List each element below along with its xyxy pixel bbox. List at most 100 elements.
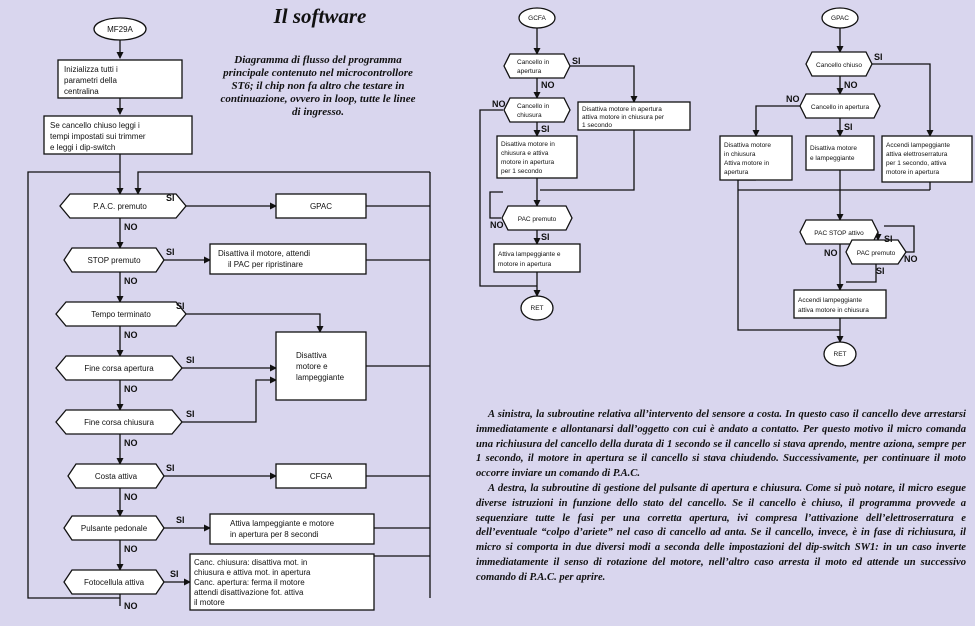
decision-fine-corsa-apertura: Fine corsa apertura: [55, 355, 183, 381]
no-label: NO: [124, 222, 138, 232]
svg-text:chiusura e attiva mot. in aper: chiusura e attiva mot. in apertura: [194, 568, 311, 577]
svg-text:STOP premuto: STOP premuto: [87, 256, 141, 265]
no-label: NO: [124, 438, 138, 448]
gcfa-end-node: RET: [520, 295, 554, 321]
svg-text:in apertura per 8 secondi: in apertura per 8 secondi: [230, 530, 319, 539]
no-label: NO: [541, 80, 555, 90]
svg-text:apertura: apertura: [517, 68, 542, 75]
svg-text:Attiva motore in: Attiva motore in: [724, 160, 770, 167]
svg-text:Disattiva motore: Disattiva motore: [810, 145, 857, 152]
svg-text:attiva motore in chiusura: attiva motore in chiusura: [798, 307, 869, 314]
yes-label: SI: [844, 122, 853, 132]
svg-text:il PAC per ripristinare: il PAC per ripristinare: [228, 260, 304, 269]
gcfa-decision-chiusura: Cancello in chiusura: [503, 97, 571, 123]
svg-text:centralina: centralina: [64, 87, 99, 96]
gpac-decision-apertura: Cancello in apertura: [799, 93, 881, 119]
no-label: NO: [124, 276, 138, 286]
yes-label: SI: [170, 569, 179, 579]
yes-label: SI: [166, 193, 175, 203]
caption-paragraph-right: A destra, la subroutine di gestione del …: [476, 482, 966, 583]
no-label: NO: [490, 220, 504, 230]
pedonale-action-box: Attiva lampeggiante e motore in apertura…: [209, 513, 375, 545]
svg-text:Cancello in: Cancello in: [517, 103, 550, 110]
gcfa-start-node: GCFA: [518, 7, 556, 29]
svg-text:Accendi lampeggiante: Accendi lampeggiante: [886, 142, 950, 149]
svg-text:Pulsante pedonale: Pulsante pedonale: [81, 524, 148, 533]
svg-text:Canc. apertura: ferma il motor: Canc. apertura: ferma il motore: [194, 578, 305, 587]
gpac-decision-pac-premuto: PAC premuto: [845, 239, 907, 265]
no-label: NO: [124, 544, 138, 554]
svg-text:Disattiva motore in apertura: Disattiva motore in apertura: [582, 106, 662, 113]
svg-text:GPAC: GPAC: [310, 202, 332, 211]
yes-label: SI: [176, 515, 185, 525]
svg-text:parametri della: parametri della: [64, 76, 117, 85]
svg-text:Disattiva motore in: Disattiva motore in: [501, 141, 555, 148]
no-label: NO: [492, 99, 506, 109]
svg-text:P.A.C. premuto: P.A.C. premuto: [93, 202, 147, 211]
svg-text:Inizializza tutti i: Inizializza tutti i: [64, 65, 118, 74]
decision-costa-attiva: Costa attiva: [67, 463, 165, 489]
svg-text:CFGA: CFGA: [310, 472, 333, 481]
yes-label: SI: [874, 52, 883, 62]
svg-text:attiva elettroserratura: attiva elettroserratura: [886, 151, 948, 158]
svg-text:il motore: il motore: [194, 598, 225, 607]
svg-text:Attiva lampeggiante e: Attiva lampeggiante e: [498, 251, 561, 258]
figure-caption: A sinistra, la subroutine relativa all’i…: [476, 408, 966, 586]
svg-text:chiusura e attiva: chiusura e attiva: [501, 150, 549, 157]
svg-text:PAC STOP attivo: PAC STOP attivo: [814, 230, 864, 237]
yes-label: SI: [541, 232, 550, 242]
svg-text:RET: RET: [531, 305, 544, 312]
gcfa-decision-pac: PAC premuto: [501, 205, 573, 231]
svg-text:Attiva lampeggiante e motore: Attiva lampeggiante e motore: [230, 519, 335, 528]
read-settings-box: Se cancello chiuso leggi i tempi imposta…: [43, 115, 193, 155]
caption-paragraph-left: A sinistra, la subroutine relativa all’i…: [476, 409, 966, 480]
svg-text:MF29A: MF29A: [107, 25, 133, 34]
main-flowchart: MF29A Inizializza tutti i parametri dell…: [27, 17, 431, 611]
svg-text:e lampeggiante: e lampeggiante: [810, 155, 855, 162]
yes-label: SI: [876, 266, 885, 276]
svg-text:Canc. chiusura: disattiva mot.: Canc. chiusura: disattiva mot. in: [194, 558, 307, 567]
diagram-description: Diagramma di flusso del programma princi…: [220, 54, 416, 118]
gpac-subroutine-box: GPAC: [275, 193, 367, 219]
svg-text:Disattiva motore: Disattiva motore: [724, 142, 771, 149]
decision-fotocellula-attiva: Fotocellula attiva: [63, 569, 165, 595]
yes-label: SI: [186, 355, 195, 365]
no-label: NO: [904, 254, 918, 264]
disattiva-motore-box: Disattiva motore e lampeggiante: [275, 331, 367, 401]
svg-text:per 1 secondo: per 1 secondo: [501, 168, 543, 175]
svg-text:chiusura: chiusura: [517, 112, 542, 119]
cfga-subroutine-box: CFGA: [275, 463, 367, 489]
gpac-decision-chiuso: Cancello chiuso: [805, 51, 873, 77]
gpac-action-elettroserratura: Accendi lampeggiante attiva elettroserra…: [881, 135, 973, 183]
gcfa-subroutine: GCFA Cancello in apertura Cancello in ch…: [479, 7, 691, 321]
gcfa-decision-apertura: Cancello in apertura: [503, 53, 571, 79]
yes-label: SI: [572, 56, 581, 66]
no-label: NO: [844, 80, 858, 90]
svg-text:apertura: apertura: [724, 169, 749, 176]
gpac-end-node: RET: [823, 341, 857, 367]
svg-text:Cancello chiuso: Cancello chiuso: [816, 62, 862, 69]
svg-text:attendi disattivazione fot. at: attendi disattivazione fot. attiva: [194, 588, 304, 597]
svg-text:GCFA: GCFA: [528, 15, 546, 22]
no-label: NO: [124, 330, 138, 340]
svg-text:Fine corsa apertura: Fine corsa apertura: [84, 364, 154, 373]
decision-pac-premuto: P.A.C. premuto: [59, 193, 187, 219]
gpac-action-chiusura-apertura: Disattiva motore in chiusura Attiva moto…: [719, 135, 793, 181]
page-title: Il software: [273, 4, 367, 28]
gcfa-action-apertura-1s: Disattiva motore in chiusura e attiva mo…: [496, 135, 578, 179]
svg-text:motore e: motore e: [296, 362, 328, 371]
svg-text:Cancello in: Cancello in: [517, 59, 550, 66]
yes-label: SI: [166, 463, 175, 473]
start-node-mf29a: MF29A: [93, 17, 147, 41]
init-box: Inizializza tutti i parametri della cent…: [57, 59, 183, 99]
gcfa-action-lampeggiante: Attiva lampeggiante e motore in apertura: [493, 243, 581, 273]
no-label: NO: [124, 492, 138, 502]
yes-label: SI: [186, 409, 195, 419]
yes-label: SI: [884, 234, 893, 244]
stop-action-box: Disattiva il motore, attendi il PAC per …: [209, 243, 367, 275]
svg-text:motore in apertura: motore in apertura: [501, 159, 554, 166]
svg-text:GPAC: GPAC: [831, 15, 849, 22]
svg-text:1 secondo: 1 secondo: [582, 122, 612, 129]
yes-label: SI: [166, 247, 175, 257]
